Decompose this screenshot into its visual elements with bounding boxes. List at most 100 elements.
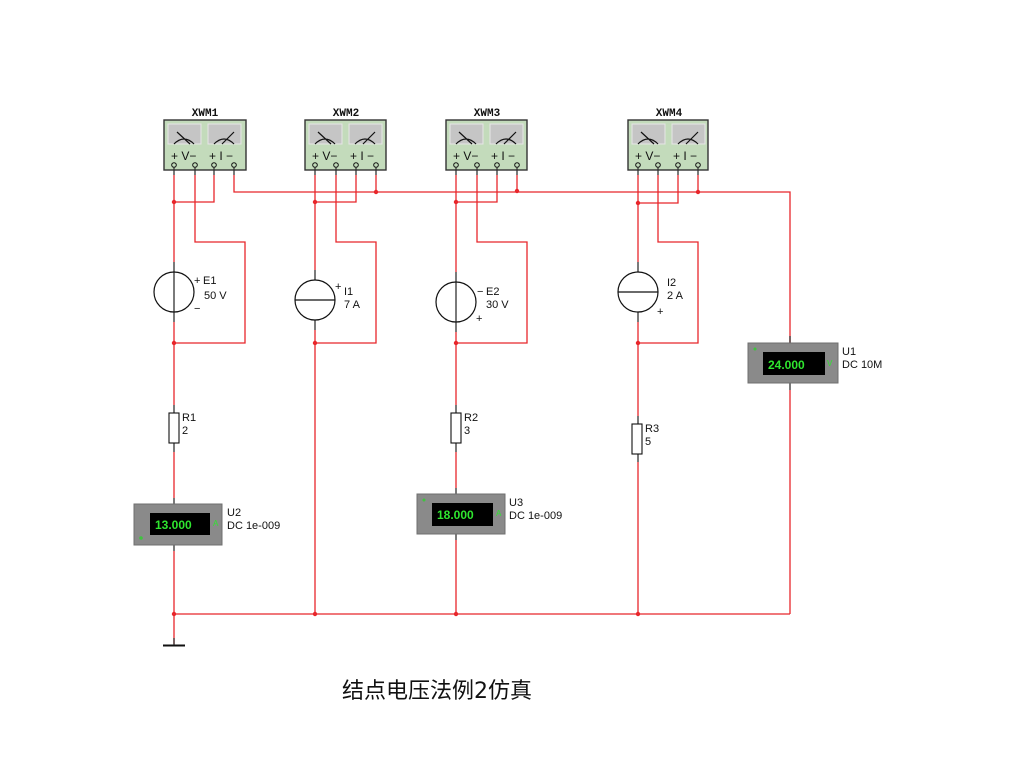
source-value: 30 V — [486, 299, 509, 311]
junction-dot — [453, 611, 459, 617]
junctions — [171, 188, 701, 617]
wire-b3-iplus[interactable] — [456, 175, 498, 203]
current-terminal-label: + I − — [491, 149, 515, 163]
current-gauge — [489, 123, 524, 145]
resistor-value: 5 — [645, 436, 651, 448]
wattmeter-label: XWM4 — [656, 108, 683, 120]
diagram-caption: 结点电压法例2仿真 — [342, 679, 532, 704]
wattmeter-xwm4[interactable]: XWM4 + V− + I − — [627, 108, 709, 175]
source-polarity-plus: + — [476, 313, 482, 325]
terminal-pins — [312, 162, 379, 175]
terminal-pins — [171, 162, 237, 175]
junction-dot — [312, 340, 318, 346]
resistor-icon — [631, 423, 643, 455]
current-gauge — [207, 123, 242, 145]
resistor-r1[interactable]: R1 2 — [168, 405, 196, 452]
wire-b4-iplus[interactable] — [638, 175, 679, 204]
resistor-r3[interactable]: R3 5 — [631, 416, 659, 462]
meter-reading: 24.000 — [768, 358, 805, 372]
junction-dot — [635, 340, 641, 346]
ammeter-u3[interactable]: 18.000 A U3 DC 1e-009 — [416, 488, 562, 540]
meter-mode: DC 10M — [842, 359, 882, 371]
resistor-name: R2 — [464, 412, 478, 424]
current-source-i1[interactable]: + I1 7 A — [294, 270, 361, 330]
current-gauge — [671, 123, 706, 145]
resistor-value: 3 — [464, 425, 470, 437]
wire-b2-iplus[interactable] — [315, 175, 357, 203]
meter-name: U1 — [842, 346, 856, 358]
resistor-icon — [450, 412, 462, 444]
wattmeter-xwm1[interactable]: XWM1 + V− + I − — [163, 108, 247, 175]
current-source-i2[interactable]: I2 2 A + — [617, 262, 684, 322]
source-polarity-minus: − — [194, 303, 200, 315]
resistor-name: R1 — [182, 412, 196, 424]
meter-name: U3 — [509, 497, 523, 509]
voltage-source-icon — [435, 281, 477, 323]
source-name: E1 — [203, 275, 216, 287]
source-name: I1 — [344, 286, 353, 298]
gauge-needle-icon — [213, 131, 235, 145]
meter-terminal-indicator — [422, 498, 426, 502]
voltage-source-e1[interactable]: + E1 50 V − — [153, 262, 227, 322]
meter-unit-marker: A — [213, 519, 219, 528]
wire-b1-vminus[interactable] — [174, 175, 246, 344]
source-polarity-plus: + — [657, 306, 663, 318]
gauge-needle-icon — [677, 131, 699, 145]
source-value: 50 V — [204, 290, 227, 302]
voltage-source-e2[interactable]: − E2 30 V + — [435, 272, 509, 332]
wattmeter-xwm3[interactable]: XWM3 + V− + I − — [445, 108, 528, 175]
wire-b2-vminus[interactable] — [315, 175, 377, 344]
source-polarity-minus: − — [477, 286, 483, 298]
wire-top-bus[interactable] — [233, 175, 791, 343]
voltage-source-icon — [153, 271, 195, 313]
resistor-name: R3 — [645, 423, 659, 435]
current-gauge — [348, 123, 383, 145]
voltmeter-u1[interactable]: 24.000 V U1 DC 10M — [747, 336, 882, 390]
meter-terminal-indicator — [139, 536, 143, 540]
meter-unit-marker: V — [827, 359, 833, 368]
voltage-terminal-label: + V− — [171, 149, 196, 163]
wattmeter-label: XWM3 — [474, 108, 501, 120]
voltage-terminal-label: + V− — [635, 149, 660, 163]
voltage-gauge — [308, 123, 343, 145]
resistor-icon — [168, 412, 180, 444]
terminal-pins — [453, 162, 520, 175]
current-terminal-label: + I − — [209, 149, 233, 163]
junction-dot — [514, 188, 520, 194]
voltage-gauge — [167, 123, 202, 145]
ground-symbol[interactable] — [163, 638, 185, 647]
meter-reading: 18.000 — [437, 508, 474, 522]
wire-b1-iplus[interactable] — [174, 175, 215, 203]
wattmeter-label: XWM2 — [333, 108, 359, 120]
voltage-gauge — [631, 123, 666, 145]
current-terminal-label: + I − — [673, 149, 697, 163]
meter-terminal-indicator — [753, 347, 757, 351]
meter-display — [432, 503, 493, 526]
meter-mode: DC 1e-009 — [509, 510, 562, 522]
voltage-gauge — [449, 123, 484, 145]
wattmeter-xwm2[interactable]: XWM2 + V− + I − — [304, 108, 387, 175]
source-polarity-plus: + — [194, 275, 200, 287]
junction-dot — [312, 199, 318, 205]
wire-b4-vminus[interactable] — [638, 175, 699, 344]
junction-dot — [453, 199, 459, 205]
voltage-terminal-label: + V− — [453, 149, 478, 163]
source-value: 2 A — [667, 290, 684, 302]
meter-reading: 13.000 — [155, 518, 192, 532]
junction-dot — [171, 611, 177, 617]
wire-b3-vminus[interactable] — [456, 175, 528, 344]
ammeter-u2[interactable]: 13.000 A U2 DC 1e-009 — [133, 498, 280, 551]
meter-name: U2 — [227, 507, 241, 519]
resistor-r2[interactable]: R2 3 — [450, 405, 478, 452]
gauge-needle-icon — [637, 131, 659, 145]
source-polarity-plus: + — [335, 281, 341, 293]
junction-dot — [453, 340, 459, 346]
junction-dot — [373, 189, 379, 195]
source-name: E2 — [486, 286, 499, 298]
junction-dot — [312, 611, 318, 617]
junction-dot — [695, 189, 701, 195]
voltage-terminal-label: + V− — [312, 149, 337, 163]
meter-display — [763, 352, 825, 375]
meter-mode: DC 1e-009 — [227, 520, 280, 532]
